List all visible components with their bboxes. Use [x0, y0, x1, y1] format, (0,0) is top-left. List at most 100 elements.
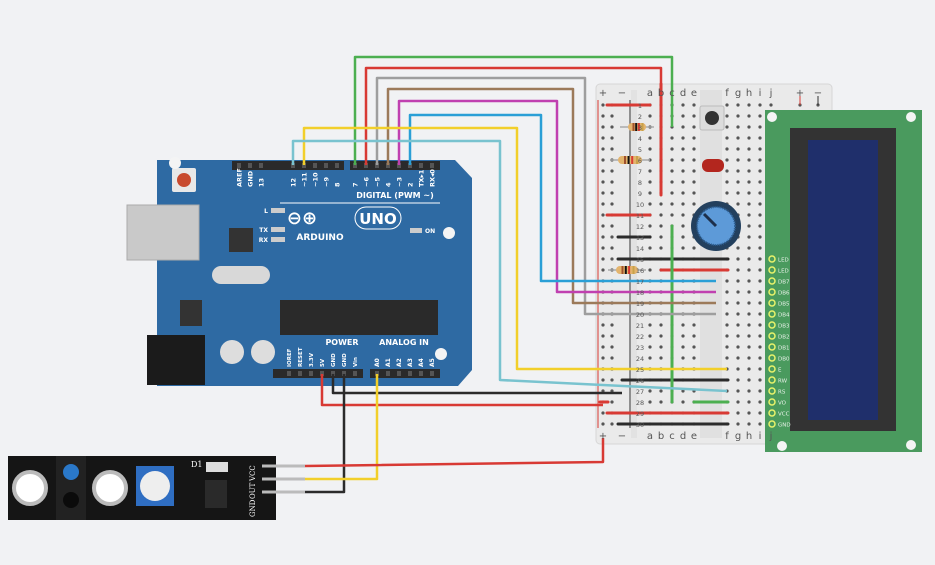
- lcd-pin-db6[interactable]: [768, 288, 776, 296]
- breadboard-hole[interactable]: [601, 158, 605, 162]
- lcd-16x2[interactable]: LEDLEDDB7DB6DB5DB4DB3DB2DB1DB0ERWRSVOVCC…: [765, 110, 922, 452]
- digital-pin[interactable]: [375, 163, 379, 168]
- wire-5v-red[interactable]: [320, 374, 603, 407]
- breadboard-hole[interactable]: [747, 103, 751, 107]
- breadboard-hole[interactable]: [692, 169, 696, 173]
- breadboard-hole[interactable]: [758, 125, 762, 129]
- breadboard-hole[interactable]: [681, 235, 685, 239]
- breadboard-hole[interactable]: [747, 246, 751, 250]
- breadboard-hole[interactable]: [648, 202, 652, 206]
- breadboard-hole[interactable]: [725, 334, 729, 338]
- breadboard-hole[interactable]: [648, 169, 652, 173]
- sensor-potentiometer-knob[interactable]: [140, 471, 170, 501]
- breadboard-hole[interactable]: [601, 114, 605, 118]
- breadboard-hole[interactable]: [659, 235, 663, 239]
- breadboard-hole[interactable]: [736, 136, 740, 140]
- breadboard-hole[interactable]: [681, 224, 685, 228]
- breadboard-hole[interactable]: [758, 114, 762, 118]
- wire-pin6-red[interactable]: [364, 66, 663, 165]
- breadboard-hole[interactable]: [601, 103, 605, 107]
- breadboard-hole[interactable]: [601, 235, 605, 239]
- breadboard-hole[interactable]: [758, 411, 762, 415]
- breadboard-hole[interactable]: [725, 312, 729, 316]
- breadboard-hole[interactable]: [758, 191, 762, 195]
- breadboard-hole[interactable]: [736, 257, 740, 261]
- breadboard-hole[interactable]: [610, 345, 614, 349]
- breadboard-hole[interactable]: [670, 202, 674, 206]
- wire-sensor-gnd[interactable]: [305, 374, 346, 494]
- wire-pin7-green[interactable]: [353, 55, 674, 165]
- breadboard-hole[interactable]: [670, 169, 674, 173]
- breadboard-hole[interactable]: [725, 323, 729, 327]
- breadboard-hole[interactable]: [610, 191, 614, 195]
- wire-sensor-out[interactable]: [305, 374, 379, 481]
- breadboard-hole[interactable]: [610, 422, 614, 426]
- breadboard-hole[interactable]: [648, 180, 652, 184]
- breadboard-hole[interactable]: [601, 345, 605, 349]
- breadboard-hole[interactable]: [747, 125, 751, 129]
- breadboard-hole[interactable]: [758, 246, 762, 250]
- breadboard-hole[interactable]: [747, 389, 751, 393]
- power-pin[interactable]: [342, 371, 346, 376]
- breadboard-hole[interactable]: [747, 180, 751, 184]
- breadboard-hole[interactable]: [681, 103, 685, 107]
- breadboard-hole[interactable]: [758, 367, 762, 371]
- breadboard-hole[interactable]: [601, 323, 605, 327]
- breadboard-hole[interactable]: [747, 356, 751, 360]
- breadboard-hole[interactable]: [648, 334, 652, 338]
- breadboard-hole[interactable]: [725, 125, 729, 129]
- breadboard-hole[interactable]: [670, 191, 674, 195]
- breadboard-hole[interactable]: [736, 169, 740, 173]
- breadboard-hole[interactable]: [692, 180, 696, 184]
- breadboard-hole[interactable]: [736, 356, 740, 360]
- breadboard-hole[interactable]: [659, 334, 663, 338]
- breadboard-hole[interactable]: [659, 213, 663, 217]
- breadboard-hole[interactable]: [736, 158, 740, 162]
- breadboard-hole[interactable]: [692, 246, 696, 250]
- breadboard-hole[interactable]: [736, 125, 740, 129]
- breadboard-hole[interactable]: [681, 180, 685, 184]
- breadboard-hole[interactable]: [747, 345, 751, 349]
- breadboard-hole[interactable]: [725, 158, 729, 162]
- breadboard-hole[interactable]: [610, 400, 614, 404]
- breadboard-hole[interactable]: [601, 202, 605, 206]
- breadboard-hole[interactable]: [758, 312, 762, 316]
- breadboard-hole[interactable]: [601, 356, 605, 360]
- digital-pin[interactable]: [364, 163, 368, 168]
- breadboard-hole[interactable]: [670, 136, 674, 140]
- breadboard-hole[interactable]: [725, 279, 729, 283]
- breadboard-hole[interactable]: [648, 268, 652, 272]
- wire-sensor-vcc[interactable]: [304, 438, 605, 468]
- breadboard-hole[interactable]: [725, 114, 729, 118]
- breadboard-hole[interactable]: [736, 268, 740, 272]
- breadboard-hole[interactable]: [747, 136, 751, 140]
- breadboard-hole[interactable]: [736, 290, 740, 294]
- breadboard-hole[interactable]: [747, 169, 751, 173]
- breadboard-hole[interactable]: [747, 191, 751, 195]
- breadboard-hole[interactable]: [725, 169, 729, 173]
- breadboard-hole[interactable]: [659, 246, 663, 250]
- breadboard-hole[interactable]: [610, 114, 614, 118]
- breadboard-hole[interactable]: [758, 389, 762, 393]
- lcd-pin-vcc[interactable]: [768, 409, 776, 417]
- breadboard-hole[interactable]: [736, 378, 740, 382]
- digital-pin[interactable]: [291, 163, 295, 168]
- breadboard-hole[interactable]: [648, 114, 652, 118]
- digital-pin[interactable]: [324, 163, 328, 168]
- breadboard-hole[interactable]: [747, 323, 751, 327]
- pushbutton-cap[interactable]: [705, 111, 719, 125]
- breadboard-hole[interactable]: [648, 224, 652, 228]
- breadboard-hole[interactable]: [692, 136, 696, 140]
- breadboard-hole[interactable]: [681, 136, 685, 140]
- breadboard-hole[interactable]: [659, 356, 663, 360]
- breadboard-hole[interactable]: [736, 301, 740, 305]
- breadboard-hole[interactable]: [659, 202, 663, 206]
- lcd-pin-db1[interactable]: [768, 343, 776, 351]
- breadboard-hole[interactable]: [601, 136, 605, 140]
- lcd-pin-db0[interactable]: [768, 354, 776, 362]
- breadboard-hole[interactable]: [747, 334, 751, 338]
- breadboard-hole[interactable]: [648, 356, 652, 360]
- breadboard-hole[interactable]: [610, 378, 614, 382]
- breadboard-hole[interactable]: [648, 191, 652, 195]
